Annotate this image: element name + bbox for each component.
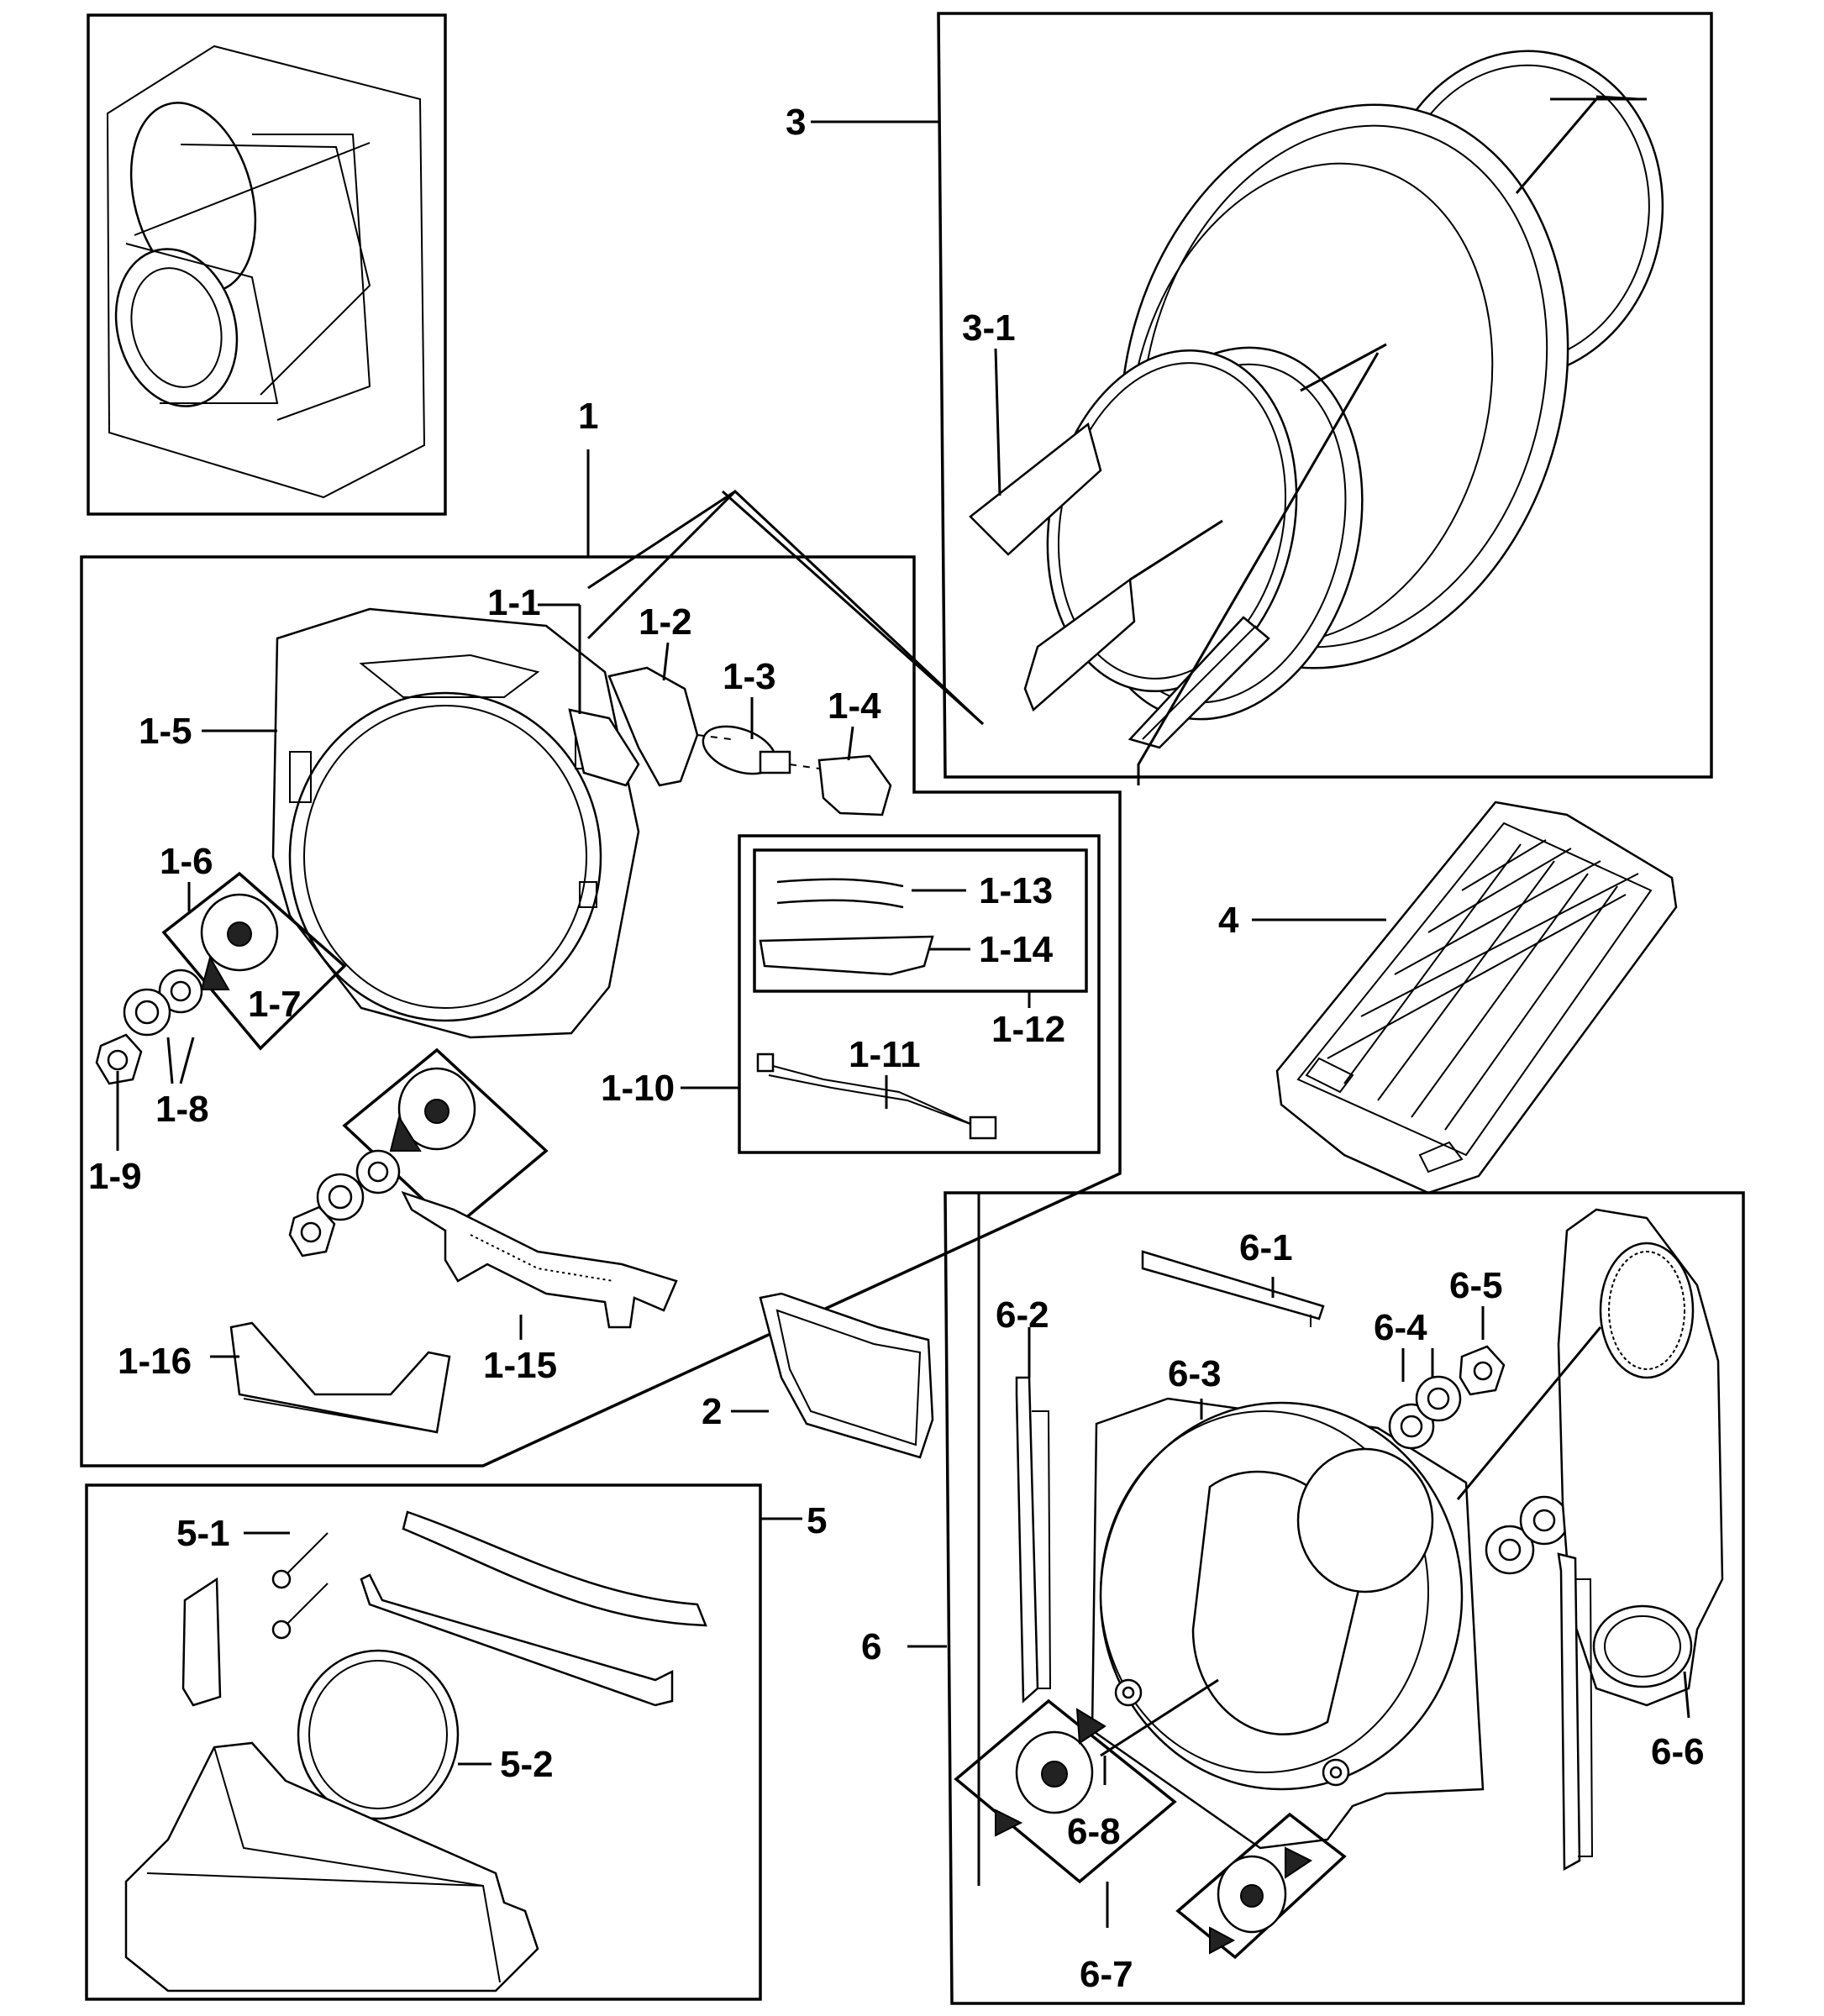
label-1-9: 1-9 — [88, 1156, 142, 1197]
label-1-2: 1-2 — [639, 601, 692, 643]
inset-assembled-view — [87, 13, 447, 516]
label-6-4: 6-4 — [1374, 1307, 1427, 1348]
label-6-3: 6-3 — [1168, 1353, 1222, 1394]
label-5-1: 5-1 — [176, 1513, 230, 1554]
label-3: 3 — [786, 102, 806, 143]
label-1-16: 1-16 — [118, 1341, 192, 1382]
label-6-5: 6-5 — [1449, 1265, 1503, 1306]
label-6-1: 6-1 — [1239, 1227, 1293, 1268]
label-4: 4 — [1218, 900, 1239, 941]
group-6-rear-bulkhead — [907, 1191, 1745, 2005]
drum-to-frame-leader — [1137, 352, 1380, 785]
label-6: 6 — [861, 1626, 881, 1667]
label-1-15: 1-15 — [483, 1345, 557, 1386]
label-1-6: 1-6 — [160, 841, 213, 882]
label-6-7: 6-7 — [1080, 1954, 1133, 1995]
label-1-12: 1-12 — [991, 1009, 1065, 1050]
label-1: 1 — [578, 396, 598, 437]
label-1-3: 1-3 — [723, 656, 776, 697]
part-2-lint-filter — [731, 1292, 934, 1459]
label-leaders — [116, 120, 1031, 1151]
group-5-duct — [85, 1483, 802, 2001]
group-3-drum — [937, 12, 1713, 779]
label-5-2: 5-2 — [500, 1744, 554, 1785]
label-2: 2 — [702, 1391, 722, 1432]
label-6-2: 6-2 — [996, 1294, 1049, 1336]
label-1-1: 1-1 — [487, 582, 541, 623]
label-6-8: 6-8 — [1067, 1811, 1121, 1852]
label-1-5: 1-5 — [139, 711, 192, 752]
label-1-14: 1-14 — [979, 929, 1054, 970]
label-1-13: 1-13 — [979, 870, 1053, 911]
label-5: 5 — [807, 1500, 827, 1541]
part-labels: 1 1-1 1-2 1-3 1-4 1-5 1-6 1-7 1-8 1-9 1-… — [88, 102, 1705, 1995]
label-1-4: 1-4 — [828, 685, 881, 727]
label-1-8: 1-8 — [155, 1089, 209, 1130]
label-1-10: 1-10 — [601, 1068, 675, 1109]
part-4-grille — [1252, 801, 1678, 1194]
label-1-11: 1-11 — [849, 1034, 921, 1075]
label-6-6: 6-6 — [1651, 1731, 1705, 1772]
group-1-front-assembly — [80, 449, 1122, 1467]
label-3-1: 3-1 — [962, 307, 1016, 349]
label-1-7: 1-7 — [248, 984, 302, 1025]
front-to-drum-leader — [586, 489, 985, 726]
